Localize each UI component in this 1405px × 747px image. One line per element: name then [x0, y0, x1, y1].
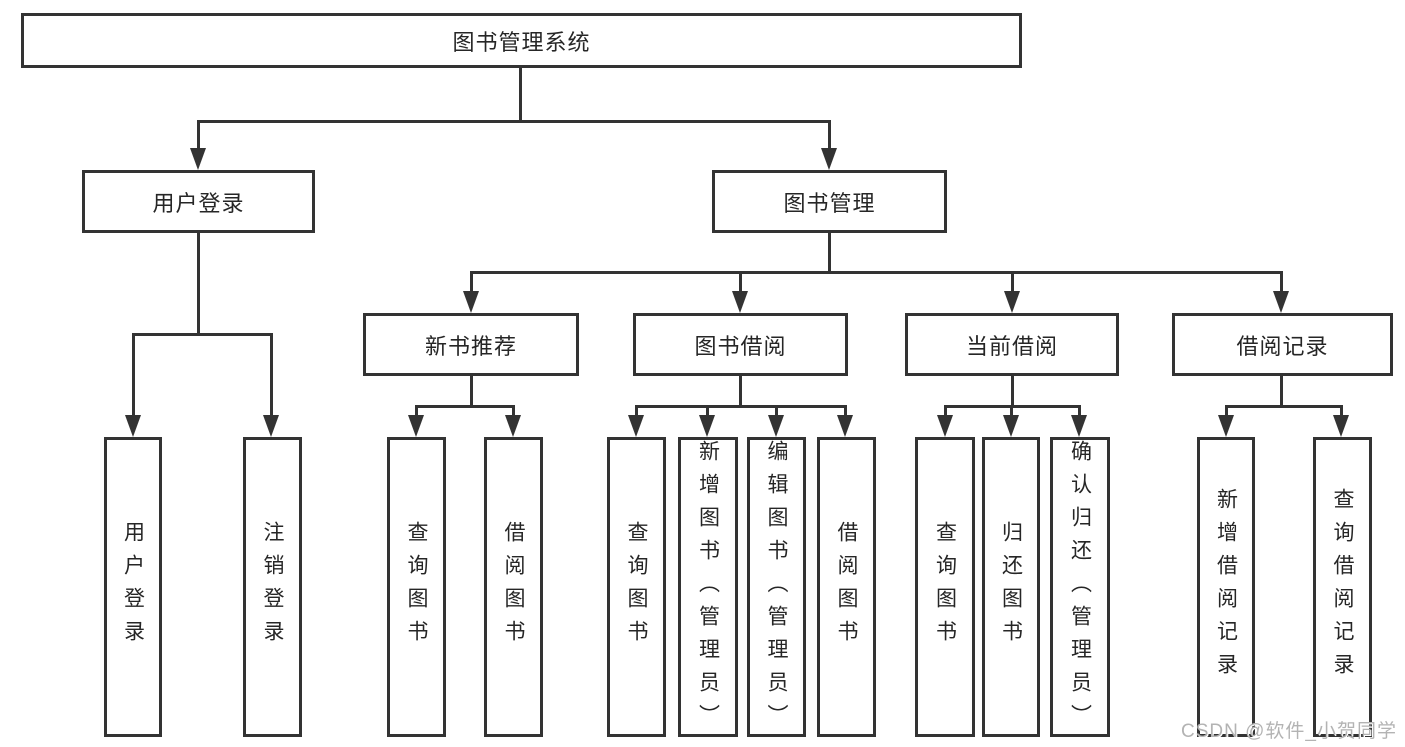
node-current-borrowing: 当前借阅 [905, 313, 1119, 376]
connector-line [1280, 376, 1283, 405]
arrow-down-icon [699, 415, 715, 437]
arrow-down-icon [408, 415, 424, 437]
connector-line [775, 405, 778, 419]
node-label: 图书管理系统 [452, 29, 591, 55]
arrow-down-icon [190, 148, 206, 170]
connector-line [519, 68, 522, 120]
arrow-down-icon [821, 148, 837, 170]
leaf-label: 新增图书（管理员） [696, 440, 720, 737]
leaf-label: 确认归还（管理员） [1068, 440, 1092, 737]
arrow-down-icon [937, 415, 953, 437]
node-book-management: 图书管理 [712, 170, 947, 233]
connector-line [1011, 271, 1014, 295]
connector-line [470, 271, 1283, 274]
leaf-edit-books-admin: 编辑图书（管理员） [747, 437, 806, 737]
connector-line [197, 120, 200, 152]
leaf-borrow-books-recommend: 借阅图书 [484, 437, 543, 737]
leaf-return-books: 归还图书 [982, 437, 1040, 737]
arrow-down-icon [628, 415, 644, 437]
node-label: 借阅记录 [1236, 333, 1329, 359]
connector-line [739, 376, 742, 405]
leaf-add-books-admin: 新增图书（管理员） [678, 437, 738, 737]
arrow-down-icon [1333, 415, 1349, 437]
connector-line [635, 405, 638, 419]
leaf-borrow-books: 借阅图书 [817, 437, 876, 737]
leaf-query-books-current: 查询图书 [915, 437, 975, 737]
connector-line [1225, 405, 1228, 419]
connector-line [828, 233, 831, 271]
leaf-label: 查询图书 [933, 521, 957, 653]
connector-line [739, 271, 742, 295]
connector-line [635, 405, 847, 408]
leaf-label: 用户登录 [121, 521, 145, 653]
node-label: 新书推荐 [424, 333, 517, 359]
arrow-down-icon [1218, 415, 1234, 437]
node-root-library-system: 图书管理系统 [21, 13, 1022, 68]
connector-line [1011, 376, 1014, 405]
connector-line [1010, 405, 1013, 419]
node-label: 图书管理 [783, 190, 876, 216]
connector-line [132, 333, 273, 336]
connector-line [1078, 405, 1081, 419]
connector-line [270, 333, 273, 419]
arrow-down-icon [1004, 291, 1020, 313]
connector-line [1280, 271, 1283, 295]
arrow-down-icon [1273, 291, 1289, 313]
leaf-confirm-return-admin: 确认归还（管理员） [1050, 437, 1110, 737]
leaf-user-login: 用户登录 [104, 437, 162, 737]
arrow-down-icon [837, 415, 853, 437]
connector-line [828, 120, 831, 152]
node-user-login: 用户登录 [82, 170, 315, 233]
leaf-label: 查询图书 [625, 521, 648, 653]
arrow-down-icon [125, 415, 141, 437]
connector-line [132, 333, 135, 419]
node-label: 当前借阅 [965, 333, 1058, 359]
leaf-label: 编辑图书（管理员） [765, 440, 788, 737]
connector-line [512, 405, 515, 419]
arrow-down-icon [768, 415, 784, 437]
leaf-add-borrow-record: 新增借阅记录 [1197, 437, 1255, 737]
leaf-query-borrow-record: 查询借阅记录 [1313, 437, 1372, 737]
node-borrow-records: 借阅记录 [1172, 313, 1393, 376]
leaf-label: 借阅图书 [835, 521, 858, 653]
arrow-down-icon [463, 291, 479, 313]
connector-line [415, 405, 515, 408]
connector-line [197, 120, 830, 123]
arrow-down-icon [1071, 415, 1087, 437]
connector-line [415, 405, 418, 419]
connector-line [470, 376, 473, 405]
leaf-label: 新增借阅记录 [1214, 488, 1238, 686]
node-label: 用户登录 [152, 190, 245, 216]
connector-line [706, 405, 709, 419]
connector-line [1225, 405, 1343, 408]
connector-line [944, 405, 947, 419]
leaf-query-books-borrow: 查询图书 [607, 437, 666, 737]
node-label: 图书借阅 [694, 333, 787, 359]
leaf-label: 借阅图书 [502, 521, 525, 653]
arrow-down-icon [1003, 415, 1019, 437]
arrow-down-icon [732, 291, 748, 313]
connector-line [197, 233, 200, 333]
node-new-book-recommend: 新书推荐 [363, 313, 579, 376]
leaf-label: 查询借阅记录 [1331, 488, 1354, 686]
leaf-logout: 注销登录 [243, 437, 302, 737]
arrow-down-icon [263, 415, 279, 437]
node-book-borrowing: 图书借阅 [633, 313, 848, 376]
connector-line [470, 271, 473, 295]
leaf-label: 归还图书 [999, 521, 1023, 653]
csdn-watermark: CSDN @软件_小贺同学 [1181, 721, 1397, 742]
leaf-label: 注销登录 [261, 521, 284, 653]
leaf-query-books-recommend: 查询图书 [387, 437, 446, 737]
leaf-label: 查询图书 [405, 521, 428, 653]
connector-line [844, 405, 847, 419]
arrow-down-icon [505, 415, 521, 437]
connector-line [1340, 405, 1343, 419]
